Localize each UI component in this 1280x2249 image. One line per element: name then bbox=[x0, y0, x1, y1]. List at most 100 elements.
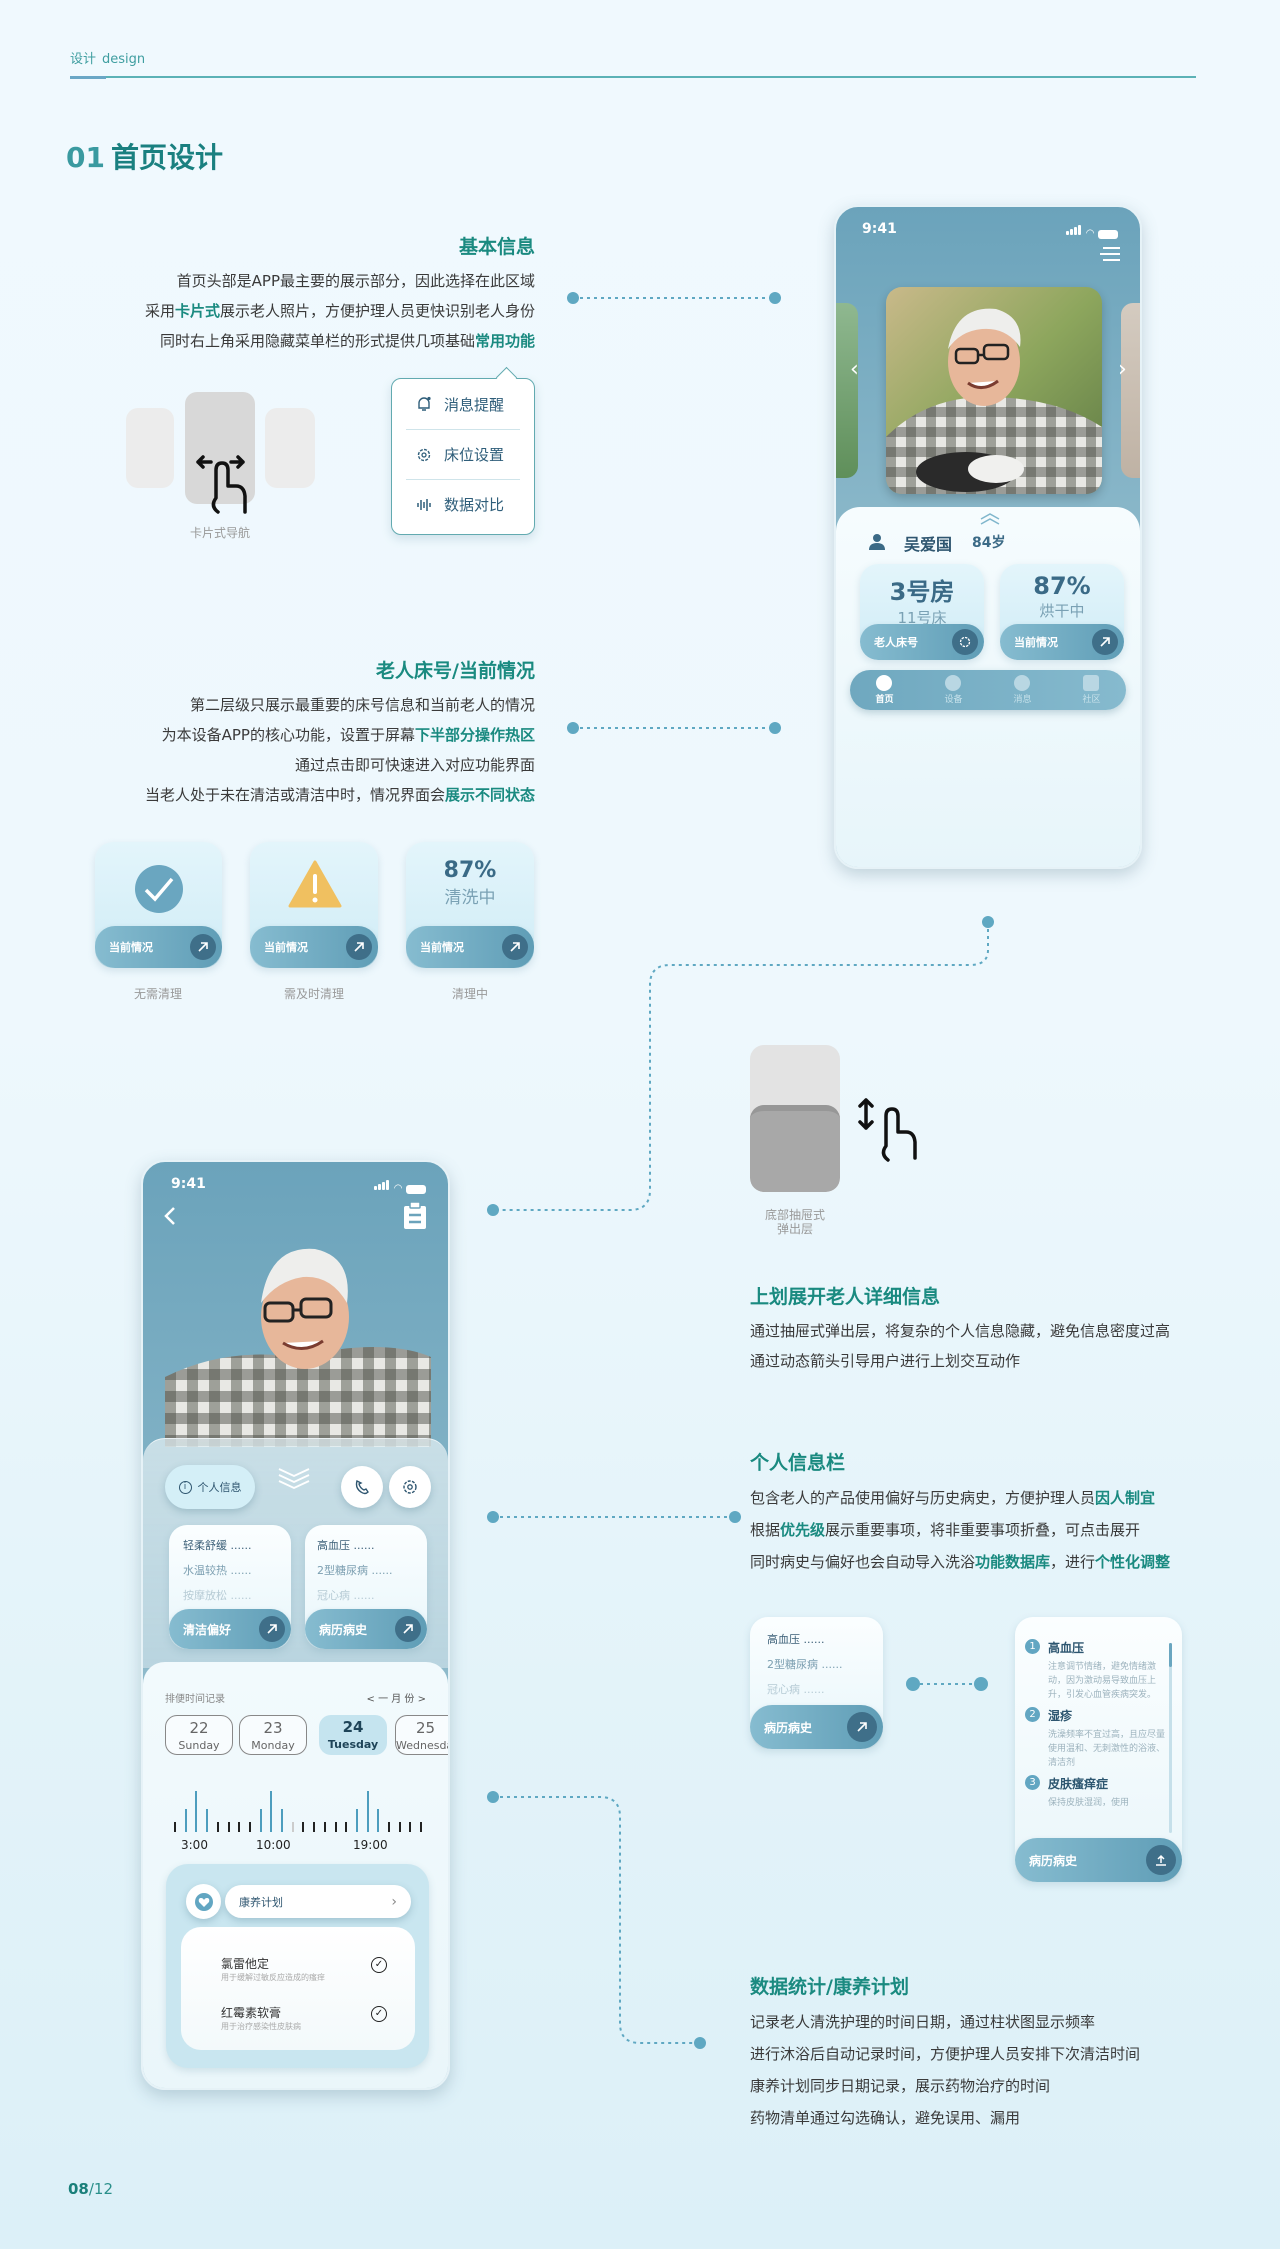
menu-item-label: 床位设置 bbox=[444, 446, 505, 464]
text-line: 进行沐浴后自动记录时间，方便护理人员安排下次清洁时间 bbox=[750, 2038, 1250, 2070]
page-title-text: 首页设计 bbox=[110, 141, 223, 174]
state-card-clean[interactable]: 当前情况 bbox=[95, 842, 222, 968]
nav-community[interactable]: 社区 bbox=[1082, 675, 1101, 705]
scrollbar[interactable] bbox=[1169, 1643, 1172, 1833]
date-pill[interactable]: 25Wednesday bbox=[395, 1715, 448, 1755]
history-title: 湿疹 bbox=[1048, 1709, 1073, 1723]
signal-icon bbox=[1066, 223, 1082, 239]
history-expand-button[interactable]: 病历病史 bbox=[750, 1705, 883, 1749]
state-card-cleaning[interactable]: 87% 清洗中 当前情况 bbox=[406, 842, 534, 968]
gear-icon bbox=[417, 448, 431, 461]
back-chevron-icon[interactable] bbox=[163, 1206, 177, 1226]
current-status-button[interactable]: 当前情况 bbox=[1000, 624, 1124, 660]
status-label: 当前情况 bbox=[1014, 636, 1058, 649]
carousel-next-icon[interactable]: › bbox=[1118, 357, 1127, 382]
bed-number-button[interactable]: 老人床号 bbox=[860, 624, 984, 660]
text-line: 首页头部是APP最主要的展示部分，因此选择在此区域 bbox=[15, 266, 535, 296]
arrow-up-right-icon[interactable] bbox=[1092, 629, 1118, 655]
text-line: 通过抽屉式弹出层，将复杂的个人信息隐藏，避免信息密度过高 bbox=[750, 1316, 1250, 1346]
elder-photo bbox=[886, 287, 1102, 494]
history-item: 高血压 ...... bbox=[767, 1633, 825, 1646]
check-circle-icon bbox=[135, 865, 183, 913]
arrow-up-right-icon[interactable] bbox=[346, 934, 372, 960]
date-day: 22 bbox=[189, 1719, 209, 1737]
check-circle-icon[interactable]: ✓ bbox=[371, 2006, 387, 2022]
bed-number-card[interactable]: 3号房 11号床 老人床号 bbox=[860, 564, 984, 660]
frequency-bar bbox=[195, 1791, 198, 1832]
nav-label: 设备 bbox=[944, 695, 963, 705]
phone-home-screen: 9:41 ◠ ‹ › 吴爱国 84岁 3号房 11号床 老人床号 87% bbox=[834, 205, 1142, 869]
text-line: 通过点击即可快速进入对应功能界面 bbox=[15, 750, 535, 780]
check-circle-icon[interactable]: ✓ bbox=[371, 1957, 387, 1973]
clipboard-icon[interactable] bbox=[403, 1202, 427, 1230]
hamburger-menu-icon[interactable] bbox=[1100, 247, 1120, 261]
arrow-up-right-icon[interactable] bbox=[259, 1616, 285, 1642]
carousel-prev-icon[interactable]: ‹ bbox=[850, 357, 859, 382]
text-segment: 根据 bbox=[750, 1521, 781, 1539]
nav-messages[interactable]: 消息 bbox=[1013, 675, 1032, 705]
text-line: 同时右上角采用隐藏菜单栏的形式提供几项基础常用功能 bbox=[15, 326, 535, 356]
arrow-up-right-icon[interactable] bbox=[847, 1712, 877, 1742]
gear-icon[interactable] bbox=[952, 629, 978, 655]
current-status-card[interactable]: 87% 烘干中 当前情况 bbox=[1000, 564, 1124, 660]
state-button[interactable]: 当前情况 bbox=[406, 926, 534, 968]
user-icon bbox=[869, 534, 885, 550]
menu-item-bed-settings[interactable]: 床位设置 bbox=[406, 429, 520, 479]
medical-history-card[interactable]: 高血压 ...... 2型糖尿病 ...... 冠心病 ...... 病历病史 bbox=[305, 1525, 427, 1649]
state-card-needs-cleaning[interactable]: 当前情况 bbox=[250, 842, 378, 968]
record-title: 排便时间记录 bbox=[165, 1694, 225, 1705]
arrow-up-right-icon[interactable] bbox=[190, 934, 216, 960]
prev-card-peek[interactable] bbox=[836, 303, 858, 478]
page-number: 08/12 bbox=[68, 2180, 113, 2198]
text-line: 康养计划同步日期记录，展示药物治疗的时间 bbox=[750, 2070, 1250, 2102]
cleaning-preference-card[interactable]: 轻柔舒缓 ...... 水温较热 ...... 按摩放松 ...... 清洁偏好 bbox=[169, 1525, 291, 1649]
next-card-peek[interactable] bbox=[1121, 303, 1140, 478]
menu-item-notifications[interactable]: 消息提醒 bbox=[406, 379, 520, 429]
settings-button[interactable] bbox=[389, 1466, 431, 1508]
medical-history-button[interactable]: 病历病史 bbox=[305, 1609, 427, 1649]
highlight-text: 常用功能 bbox=[474, 332, 535, 350]
heart-button[interactable] bbox=[186, 1884, 221, 1919]
bed-status-title: 老人床号/当前情况 bbox=[376, 660, 535, 682]
arrow-up-right-icon[interactable] bbox=[502, 934, 528, 960]
state-button[interactable]: 当前情况 bbox=[95, 926, 222, 968]
collapse-up-icon[interactable] bbox=[1146, 1845, 1176, 1875]
cleaning-preference-button[interactable]: 清洁偏好 bbox=[169, 1609, 291, 1649]
text-line: 药物清单通过勾选确认，避免误用、漏用 bbox=[750, 2102, 1250, 2134]
menu-item-data-compare[interactable]: 数据对比 bbox=[406, 479, 520, 529]
state-button[interactable]: 当前情况 bbox=[250, 926, 378, 968]
history-desc: 注意调节情绪，避免情绪激动，因为激动易导致血压上升，引发心血管疾病突发。 bbox=[1048, 1662, 1157, 1700]
text-segment: 康养计划同步日期记录，展示药物治疗的时间 bbox=[750, 2077, 1051, 2095]
health-plan-button[interactable]: 康养计划› bbox=[225, 1885, 411, 1918]
month-selector[interactable]: < 一 月 份 > bbox=[366, 1694, 426, 1705]
chevron-up-double-icon[interactable] bbox=[979, 513, 1001, 525]
nav-home[interactable]: 首页 bbox=[875, 675, 894, 705]
frequency-bar bbox=[313, 1822, 316, 1832]
frequency-bar bbox=[248, 1822, 251, 1832]
personal-title: 个人信息栏 bbox=[750, 1452, 846, 1474]
bottom-nav: 首页 设备 消息 社区 bbox=[850, 670, 1126, 710]
frequency-bar bbox=[259, 1809, 262, 1832]
call-button[interactable] bbox=[341, 1466, 383, 1508]
frequency-bar bbox=[238, 1822, 241, 1832]
text-line: 根据优先级展示重要事项，将非重要事项折叠，可点击展开 bbox=[750, 1514, 1250, 1546]
elder-photo-card[interactable] bbox=[886, 287, 1102, 494]
section-label-cn: 设计 bbox=[70, 52, 97, 67]
highlight-text: 功能数据库 bbox=[975, 1553, 1051, 1571]
history-card-collapsed[interactable]: 高血压 ...... 2型糖尿病 ...... 冠心病 ...... 病历病史 bbox=[750, 1617, 883, 1749]
history-collapse-button[interactable]: 病历病史 bbox=[1015, 1838, 1182, 1882]
arrow-up-right-icon[interactable] bbox=[395, 1616, 421, 1642]
frequency-bar bbox=[323, 1822, 326, 1832]
phone-icon bbox=[355, 1479, 369, 1495]
nav-device[interactable]: 设备 bbox=[944, 675, 963, 705]
chevron-down-double-icon[interactable] bbox=[277, 1467, 311, 1489]
